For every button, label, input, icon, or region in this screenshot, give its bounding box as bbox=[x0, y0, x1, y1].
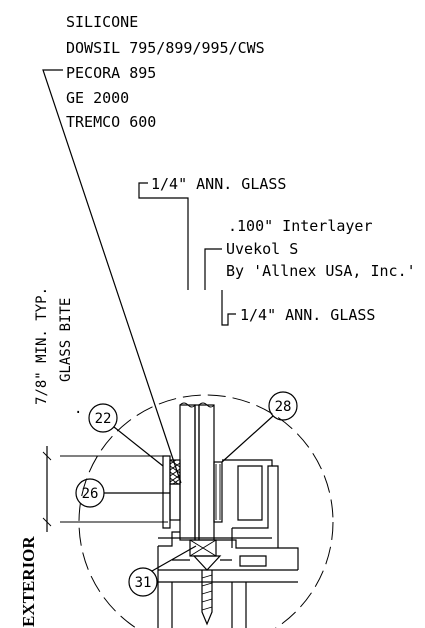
glass-bite-label: GLASS BITE bbox=[58, 298, 74, 382]
interlayer bbox=[194, 404, 200, 541]
fastener bbox=[192, 555, 222, 626]
outer-glass-leader bbox=[138, 182, 189, 290]
setting-block bbox=[189, 539, 217, 557]
sealant-product-dowsil: DOWSIL 795/899/995/CWS bbox=[66, 39, 265, 57]
exterior-spacer bbox=[162, 455, 181, 529]
callout-28: 28 bbox=[221, 391, 298, 463]
inner-glass-pane bbox=[198, 404, 215, 541]
callout-31: 31 bbox=[128, 545, 197, 597]
inner-glass-label: 1/4" ANN. GLASS bbox=[240, 306, 375, 324]
callout-26-number: 26 bbox=[82, 486, 99, 502]
outer-glass-pane bbox=[179, 404, 196, 541]
interlayer-thickness-label: .100" Interlayer bbox=[228, 217, 373, 235]
callout-26: 26 bbox=[75, 478, 170, 508]
inner-glass-leader bbox=[221, 290, 236, 326]
interior-gasket bbox=[213, 461, 223, 523]
gasket-28 bbox=[213, 461, 223, 523]
callout-22-number: 22 bbox=[95, 411, 112, 427]
exterior-label: EXTERIOR bbox=[19, 536, 38, 627]
sealant-product-pecora: PECORA 895 bbox=[66, 64, 156, 82]
callout-22: 22 bbox=[88, 403, 164, 467]
glass-bite-dimension: 7/8" MIN. TYP. GLASS BITE bbox=[34, 287, 168, 532]
outer-glass-label: 1/4" ANN. GLASS bbox=[151, 175, 286, 193]
interlayer-leader bbox=[204, 248, 222, 290]
sealant-leader bbox=[42, 69, 182, 484]
sealant-note: SILICONE DOWSIL 795/899/995/CWS PECORA 8… bbox=[66, 13, 265, 131]
laminated-glass bbox=[179, 402, 215, 541]
setting-block-left bbox=[169, 483, 181, 521]
callout-31-number: 31 bbox=[135, 575, 152, 591]
callout-28-number: 28 bbox=[275, 399, 292, 415]
interlayer-maker-label: By 'Allnex USA, Inc.' bbox=[226, 262, 416, 280]
detail-circle bbox=[78, 394, 334, 628]
mullion-frame bbox=[157, 459, 299, 628]
interlayer-product-label: Uvekol S bbox=[226, 240, 298, 258]
sealant-product-tremco: TREMCO 600 bbox=[66, 113, 156, 131]
min-bite-label: 7/8" MIN. TYP. bbox=[34, 287, 50, 405]
sealant-product-ge: GE 2000 bbox=[66, 89, 129, 107]
sealant-title: SILICONE bbox=[66, 13, 138, 31]
tick-mark: . bbox=[74, 401, 82, 417]
